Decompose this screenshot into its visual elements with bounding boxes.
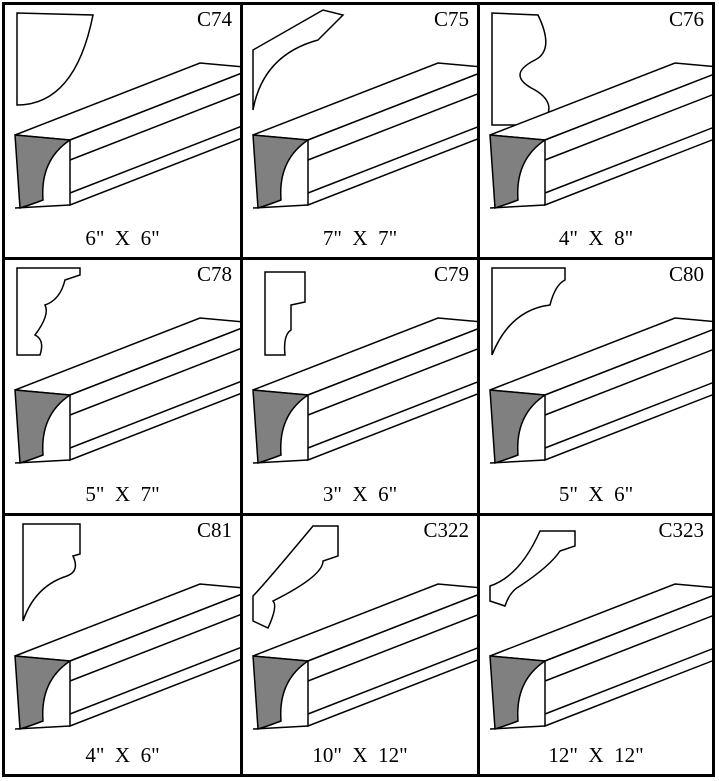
molding-drawing [252, 271, 477, 464]
profile-outline [16, 12, 94, 106]
molding-cell-c322: C322 10" X 12" [243, 516, 480, 774]
profile-outline [491, 12, 550, 126]
molding-code: C322 [423, 518, 469, 542]
molding-extrusion [14, 62, 240, 209]
molding-size: 4" X 8" [558, 226, 634, 250]
profile-outline [252, 9, 345, 111]
molding-code: C81 [196, 518, 232, 542]
molding-drawing [489, 12, 712, 209]
molding-code: C79 [433, 262, 469, 286]
molding-code: C78 [196, 262, 232, 286]
molding-extrusion [489, 317, 712, 464]
molding-extrusion [252, 317, 477, 464]
molding-extrusion [14, 317, 240, 464]
molding-size: 5" X 6" [558, 482, 634, 506]
molding-size: 7" X 7" [322, 226, 398, 250]
molding-cell-c81: C81 4" X 6" [5, 516, 243, 774]
molding-extrusion [489, 62, 712, 209]
molding-cell-c78: C78 5" X 7" [5, 260, 243, 516]
molding-drawing [14, 523, 240, 730]
molding-cell-c76: C76 4" X 8" [480, 5, 712, 260]
molding-code: C76 [668, 7, 704, 31]
molding-size: 12" X 12" [548, 743, 644, 767]
molding-code: C74 [196, 7, 232, 31]
molding-drawing [489, 267, 712, 464]
molding-cell-c75: C75 7" X 7" [243, 5, 480, 260]
molding-drawing [489, 530, 712, 730]
molding-extrusion [252, 583, 477, 730]
molding-size: 4" X 6" [85, 743, 160, 767]
molding-extrusion [252, 62, 477, 209]
molding-drawing [252, 9, 477, 209]
molding-extrusion [14, 583, 240, 730]
profile-outline [22, 523, 81, 622]
molding-cell-c74: C74 6" X 6" [5, 5, 243, 260]
molding-cell-c79: C79 3" X 6" [243, 260, 480, 516]
molding-extrusion [489, 583, 712, 730]
molding-drawing [252, 525, 477, 730]
profile-outline [16, 267, 81, 356]
molding-size: 6" X 6" [85, 226, 160, 250]
molding-drawing [14, 12, 240, 209]
molding-size: 3" X 6" [322, 482, 398, 506]
profile-outline [264, 271, 306, 356]
molding-code: C323 [658, 518, 704, 542]
molding-cell-c323: C323 12" X 12" [480, 516, 712, 774]
molding-code: C80 [668, 262, 704, 286]
profile-outline [489, 530, 576, 607]
molding-drawing [14, 267, 240, 464]
molding-cell-c80: C80 5" X 6" [480, 260, 712, 516]
molding-size: 10" X 12" [312, 743, 408, 767]
molding-size: 5" X 7" [85, 482, 160, 506]
molding-code: C75 [433, 7, 469, 31]
profile-outline [491, 267, 566, 356]
profile-outline [252, 525, 339, 630]
